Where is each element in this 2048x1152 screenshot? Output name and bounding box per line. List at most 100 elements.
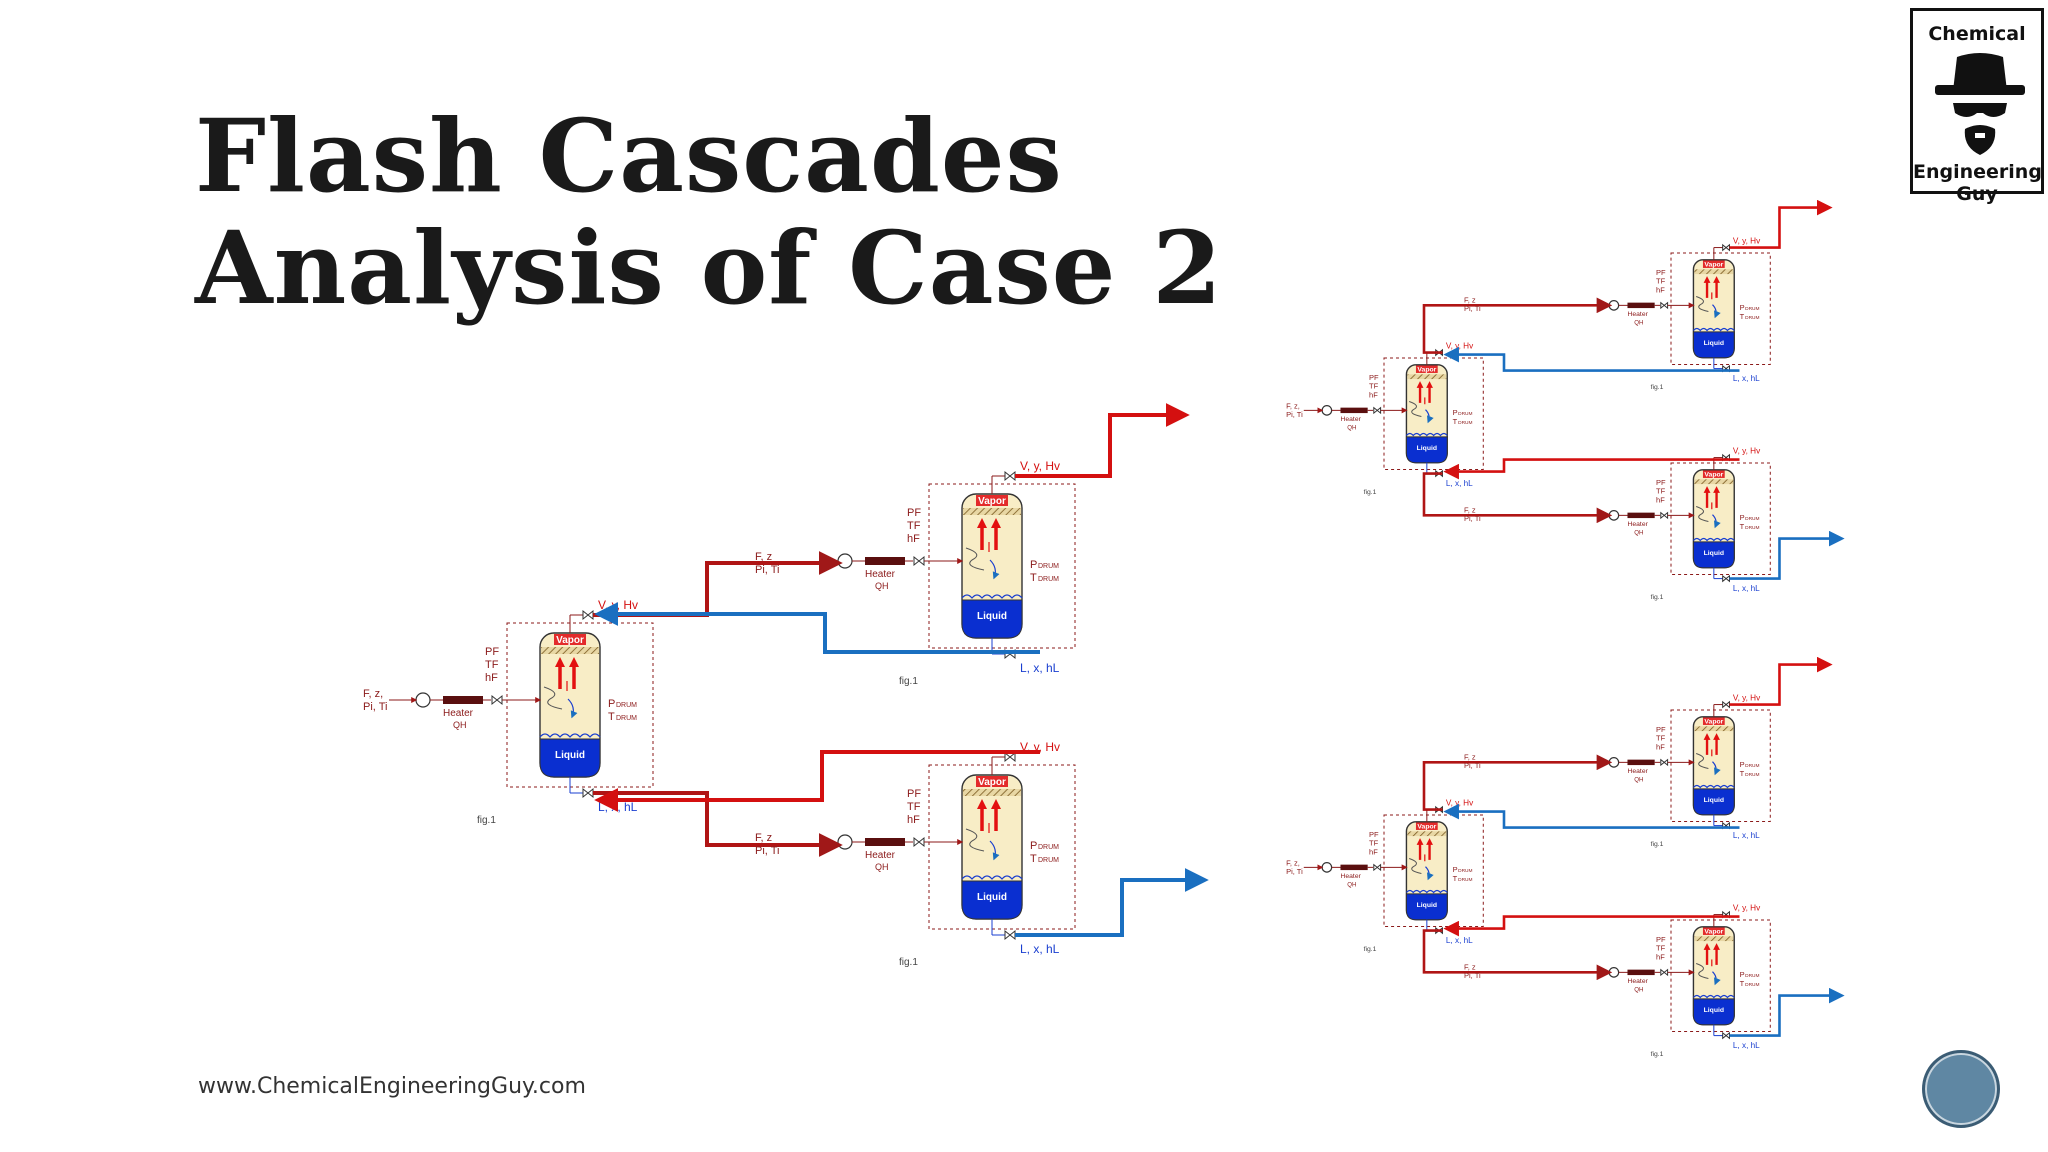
feed-valve-icon: [1660, 968, 1669, 977]
vapor-label: Vapor: [978, 496, 1006, 507]
vapor-rise-arrowhead: [1713, 276, 1720, 283]
stream-left3-liquid-product: [1015, 868, 1209, 937]
p-drum-label: P: [1740, 513, 1745, 522]
vapor-rise-arrowhead: [977, 799, 987, 809]
heater-label: Heater: [1627, 768, 1648, 775]
vapor-outlet-label: V, y, Hv: [1446, 798, 1474, 807]
tf-label: TF: [485, 659, 499, 671]
p-drum-label: P: [1030, 559, 1037, 571]
t-drum-label: T: [1453, 874, 1458, 883]
heat-duty-label: QH: [1634, 529, 1643, 536]
page-badge: [1922, 1050, 2000, 1128]
feed-label-left2-line2: Pi, Ti: [755, 564, 779, 576]
p-drum-label: P: [1030, 840, 1037, 852]
vapor-valve-icon: [1722, 243, 1730, 252]
vapor-label: Vapor: [1704, 929, 1723, 936]
vapor-tag: [1702, 717, 1725, 725]
vapor-tag: [976, 495, 1008, 506]
tf-label: TF: [907, 801, 921, 813]
feed-label-left2-line1: F, z: [755, 551, 772, 563]
inlet-swirl: [1696, 296, 1709, 312]
vapor-label: Vapor: [1704, 262, 1723, 269]
stream-lower-right-liquid-forward: [1422, 929, 1613, 981]
t-drum-label: T: [1453, 417, 1458, 426]
liquid-outlet-label: L, x, hL: [598, 800, 638, 814]
inlet-swirl: [1696, 963, 1709, 979]
vapor-rise-arrowhead: [991, 518, 1001, 528]
heater-icon: [1340, 407, 1368, 414]
heat-duty-label: QH: [453, 720, 467, 730]
p-drum-sub: DRUM: [1745, 973, 1759, 979]
demister-pad: [1694, 936, 1734, 942]
feed-label-line1: F, z,: [1286, 401, 1300, 410]
vapor-outlet-label: V, y, Hv: [1446, 341, 1474, 350]
stream-lower-right-liquid-product: [1729, 987, 1845, 1037]
stream-upper-right-liquid-forward: [1422, 472, 1613, 524]
liquid-label: Liquid: [555, 750, 585, 761]
heater-icon: [1340, 864, 1368, 871]
heater-label: Heater: [865, 850, 896, 861]
hf-label: hF: [1656, 952, 1665, 961]
feed-valve-icon: [1660, 511, 1669, 520]
demister-pad: [963, 789, 1021, 796]
vapor-rise-arrowhead: [1426, 838, 1433, 845]
p-drum-label: P: [1453, 865, 1458, 874]
t-drum-sub: DRUM: [1458, 877, 1472, 883]
heater-label: Heater: [443, 708, 474, 719]
heater-icon: [1627, 302, 1655, 309]
heater-icon: [1627, 512, 1655, 519]
vapor-rise-arrowhead: [1713, 733, 1720, 740]
title-line-1: Flash Cascades: [195, 97, 1063, 215]
feed-valve-icon: [1373, 863, 1382, 872]
liquid-outlet-label: L, x, hL: [1446, 936, 1473, 945]
inlet-swirl: [1696, 753, 1709, 769]
liquid-surface: [1692, 537, 1735, 542]
demister-pad: [1407, 831, 1447, 837]
feed-pump-icon: [1608, 509, 1620, 521]
t-drum-sub: DRUM: [1745, 525, 1759, 531]
liquid-surface: [1692, 784, 1735, 789]
vapor-valve-icon: [1004, 751, 1016, 763]
t-drum-sub: DRUM: [1745, 772, 1759, 778]
vapor-rise-arrowhead: [1713, 486, 1720, 493]
feed-pump-icon: [837, 553, 853, 569]
vapor-tag: [1415, 822, 1438, 830]
t-drum-sub: DRUM: [1745, 315, 1759, 321]
heater-icon: [1627, 969, 1655, 976]
p-drum-sub: DRUM: [616, 702, 637, 709]
feed-valve-icon: [913, 836, 925, 848]
heater-label: Heater: [1627, 978, 1648, 985]
stream-left2-liquid-recycle: [594, 602, 1040, 654]
feed-label-left3-line1: F, z: [755, 832, 772, 844]
p-drum-sub: DRUM: [1745, 306, 1759, 312]
p-drum-label: P: [1453, 408, 1458, 417]
t-drum-sub: DRUM: [616, 715, 637, 722]
footer-website[interactable]: www.ChemicalEngineeringGuy.com: [198, 1074, 586, 1099]
hf-label: hF: [485, 672, 498, 684]
p-drum-sub: DRUM: [1745, 516, 1759, 522]
liquid-label: Liquid: [1704, 797, 1724, 804]
liquid-outlet-label: L, x, hL: [1446, 479, 1473, 488]
figure-caption: fig.1: [1651, 384, 1664, 391]
heater-icon: [865, 557, 905, 565]
heat-duty-label: QH: [875, 581, 889, 591]
tf-label: TF: [907, 520, 921, 532]
heater-icon: [1627, 759, 1655, 766]
p-drum-label: P: [1740, 760, 1745, 769]
vapor-valve-icon: [1722, 700, 1730, 709]
liquid-layer: [1405, 893, 1448, 921]
feed-valve-icon: [1660, 301, 1669, 310]
heater-label: Heater: [1340, 416, 1361, 423]
liquid-layer: [961, 599, 1023, 639]
liquid-outlet-label: L, x, hL: [1733, 584, 1760, 593]
liquid-layer: [1692, 788, 1735, 816]
liquid-surface: [1692, 327, 1735, 332]
heat-duty-label: QH: [1347, 881, 1356, 888]
vapor-rise-arrowhead: [1426, 381, 1433, 388]
hf-label: hF: [1656, 742, 1665, 751]
vapor-label: Vapor: [1704, 719, 1723, 726]
heat-duty-label: QH: [875, 862, 889, 872]
